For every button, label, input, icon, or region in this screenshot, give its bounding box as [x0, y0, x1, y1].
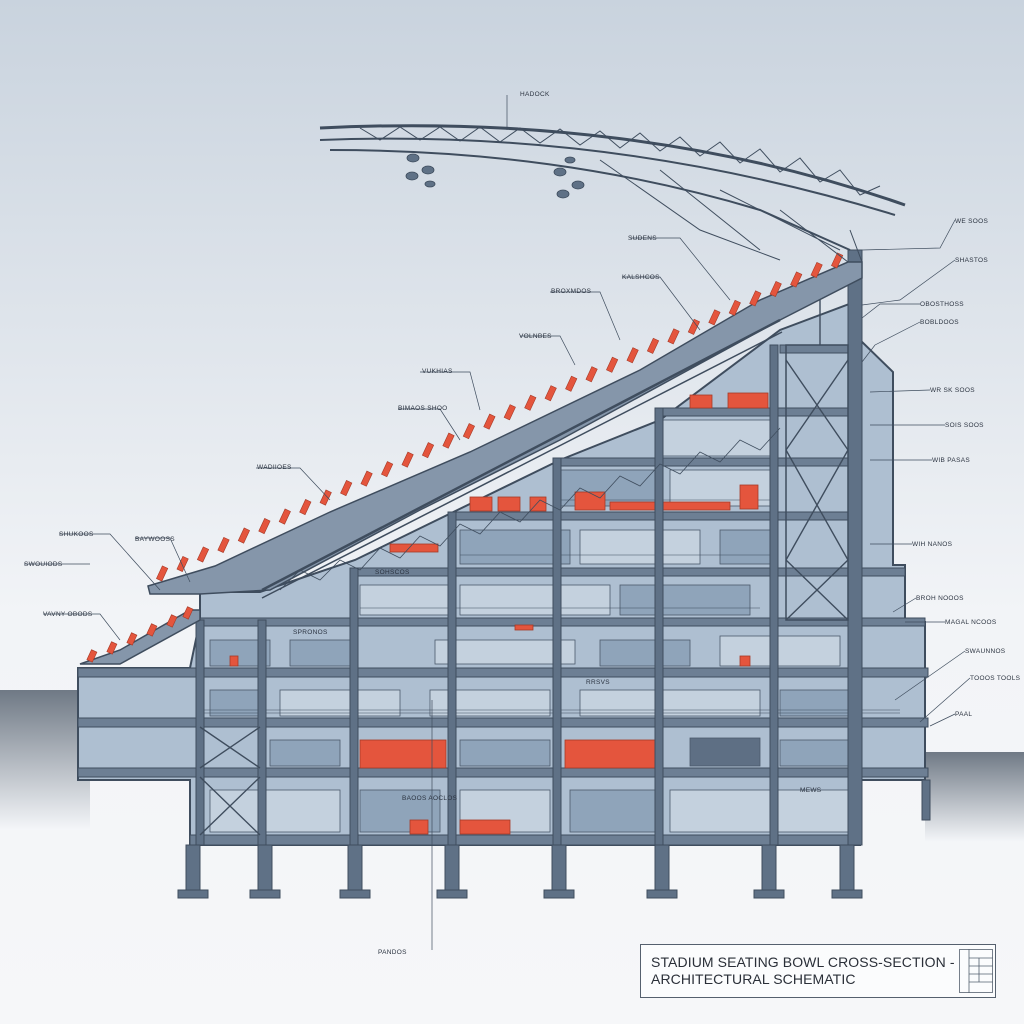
callout-right-8: WIH NANOS — [912, 541, 953, 548]
seat — [728, 299, 741, 316]
drawing-title: STADIUM SEATING BOWL CROSS-SECTION - ARC… — [651, 954, 955, 988]
seat-rows — [86, 252, 844, 663]
seat — [421, 442, 435, 459]
seat — [585, 366, 598, 383]
callout-left-8: SHUKOOS — [59, 531, 94, 538]
callout-left-7: WADIIOES — [257, 464, 292, 471]
callout-right-9: BROH NOOOS — [916, 595, 964, 602]
seat — [126, 632, 138, 646]
drawing-title-line-2: ARCHITECTURAL SCHEMATIC — [651, 971, 856, 987]
seat — [749, 290, 762, 307]
callout-right-10: MAGAL NCOOS — [945, 619, 997, 626]
seat — [831, 252, 844, 269]
seat — [503, 404, 516, 421]
callout-left-9: BAYWOOSS — [135, 536, 175, 543]
seat — [176, 555, 189, 572]
callout-right-5: WR SK SOOS — [930, 387, 975, 394]
callout-left-6: BIMAOS SHOO — [398, 405, 448, 412]
interior-label-2: RRSVS — [586, 679, 610, 686]
callout-left-2: KALSHCOS — [622, 274, 660, 281]
callout-right-6: SOIS SOOS — [945, 422, 984, 429]
seat — [442, 432, 455, 449]
seat — [86, 649, 98, 663]
columns — [177, 249, 931, 899]
ground-left — [0, 690, 90, 830]
seat — [401, 451, 414, 468]
seat — [381, 461, 394, 478]
callout-left-5: VUKHIAS — [422, 368, 453, 375]
callout-bottom: PANDOS — [378, 949, 407, 956]
callout-left-10: SWOUIODS — [24, 561, 63, 568]
cross-bracing — [199, 300, 849, 836]
callout-right-3: OBOSTHOSS — [920, 301, 964, 308]
seat — [667, 328, 680, 345]
seat — [646, 337, 660, 354]
interior-label-3: SOHSCOS — [375, 569, 410, 576]
interior-rooms — [209, 419, 851, 833]
callout-right-1: WE SOOS — [955, 218, 989, 225]
callout-labels: HADOCK SUDENS KALSHCOS BROXMDOS VOLNBES … — [24, 91, 1021, 956]
seat — [606, 356, 619, 373]
seat — [237, 527, 250, 544]
callout-left-11: VAVNY OBODS — [43, 611, 93, 618]
callout-right-12: TOOOS TOOLS — [970, 675, 1021, 682]
callout-right-2: SHASTOS — [955, 257, 988, 264]
title-block: STADIUM SEATING BOWL CROSS-SECTION - ARC… — [640, 944, 996, 998]
drawing-title-line-1: STADIUM SEATING BOWL CROSS-SECTION - — [651, 954, 955, 970]
seat — [299, 499, 312, 516]
seat — [258, 518, 271, 535]
service-tower — [785, 344, 849, 621]
interior-label-4: MEWS — [800, 787, 822, 794]
seat — [156, 565, 169, 582]
seat — [146, 623, 158, 637]
upper-tier-structure — [147, 261, 863, 599]
leader-lines — [24, 95, 971, 950]
seat — [626, 347, 639, 364]
roof-canopy — [319, 124, 906, 263]
callout-right-7: WIB PASAS — [932, 457, 970, 464]
seat — [810, 261, 823, 278]
floodlights — [405, 153, 585, 199]
seat — [278, 508, 291, 525]
seat — [790, 271, 803, 288]
callout-left-4: VOLNBES — [519, 333, 552, 340]
seat — [462, 423, 475, 440]
callout-right-4: BOBLDOOS — [920, 319, 959, 326]
callout-left-3: BROXMDOS — [551, 288, 592, 295]
interior-label-1: SPRONOS — [293, 629, 328, 636]
callout-top: HADOCK — [520, 91, 550, 98]
seat — [769, 280, 782, 297]
seat — [708, 309, 721, 326]
seat — [340, 480, 353, 497]
callout-left-1: SUDENS — [628, 235, 657, 242]
seat — [196, 546, 210, 563]
callout-right-11: SWAUNNOS — [965, 648, 1006, 655]
seat — [217, 536, 230, 553]
revision-grid — [959, 949, 993, 993]
seat — [687, 318, 700, 335]
seat — [166, 614, 178, 628]
seat — [524, 394, 537, 411]
highlight-rooms — [229, 392, 769, 835]
interior-label-5: BAOOS AOCLOS — [402, 795, 458, 802]
seat — [544, 385, 557, 402]
seat — [483, 413, 496, 430]
seat — [565, 375, 578, 392]
ground-right — [925, 752, 1024, 842]
seat — [360, 470, 373, 487]
seat — [182, 606, 194, 620]
callout-right-13: PAAL — [955, 711, 972, 718]
seat — [106, 641, 118, 655]
